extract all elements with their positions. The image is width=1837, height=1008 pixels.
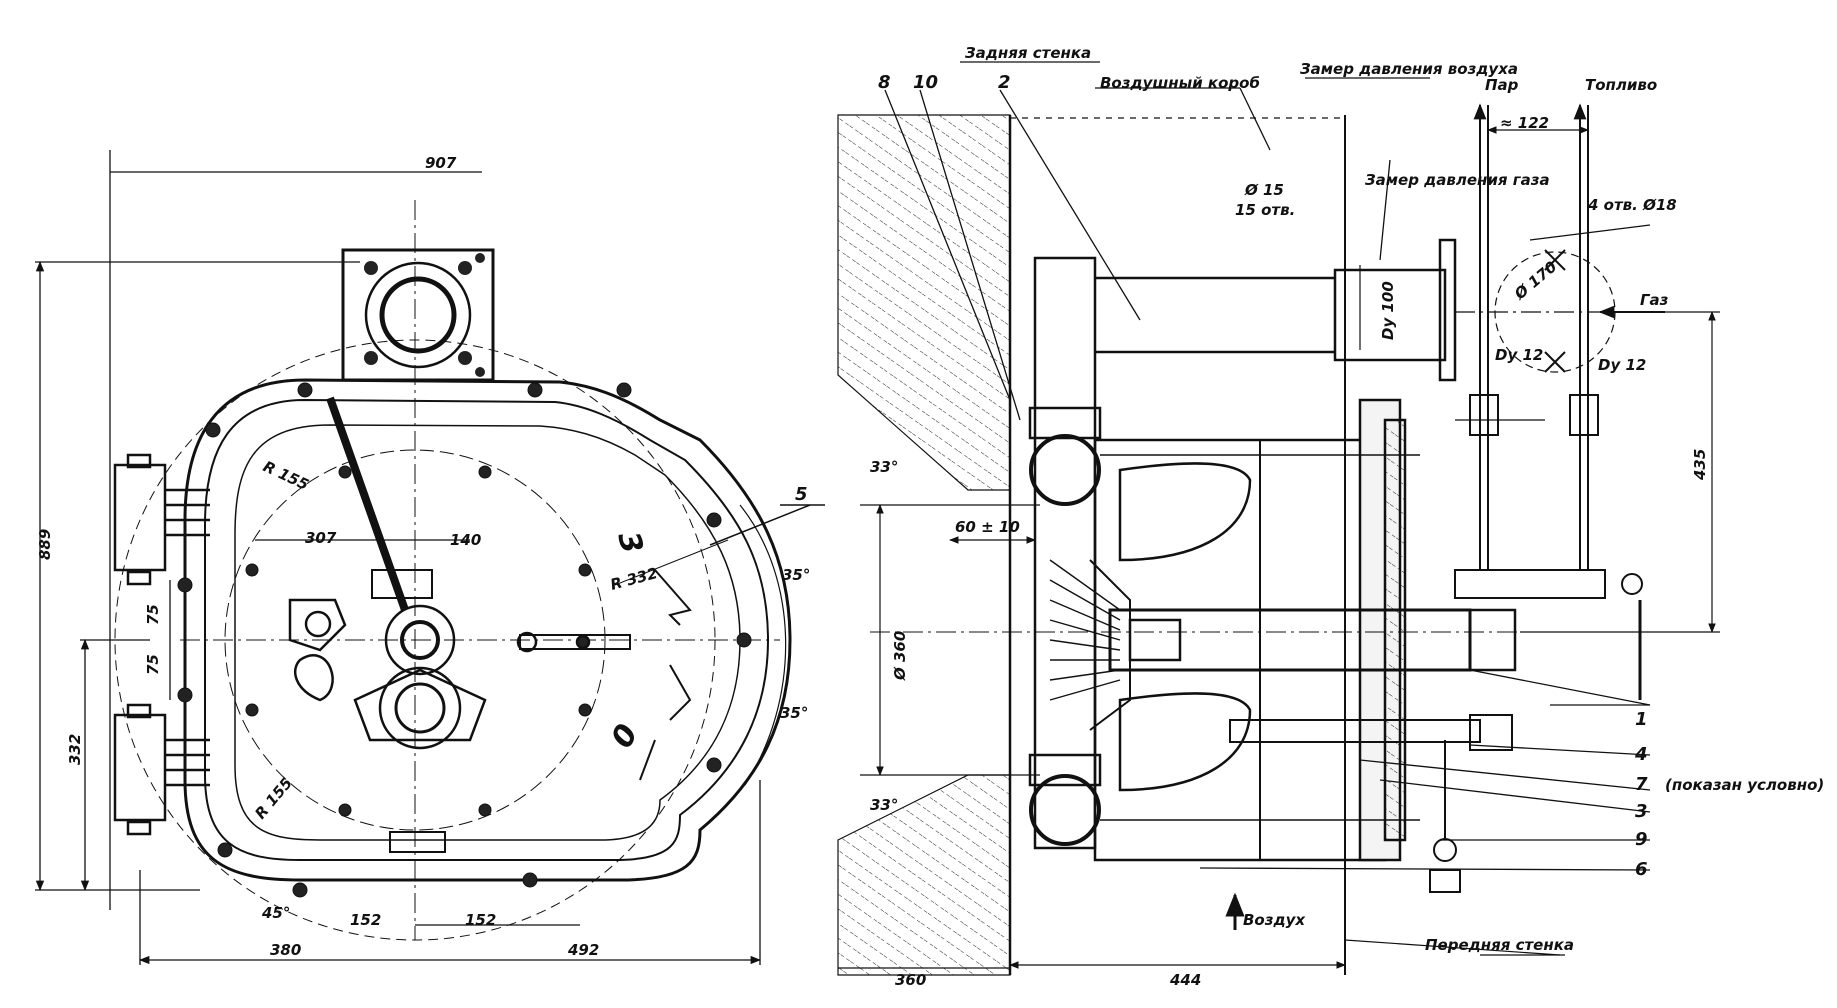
- callout-8: 8: [878, 72, 891, 93]
- dim-60: 60 ± 10: [955, 518, 1020, 536]
- dim-75-b: 75: [144, 654, 162, 675]
- dim-380: 380: [270, 941, 301, 959]
- top-flange: [341, 248, 495, 382]
- air-duct: [1028, 238, 1610, 850]
- dim-d360: Ø 360: [891, 631, 909, 681]
- callout-4: 4: [1634, 744, 1648, 765]
- dim-889: 889: [36, 529, 54, 560]
- label-gas: Газ: [1640, 291, 1669, 309]
- burner-body: [1089, 398, 1517, 862]
- label-front-wall: Передняя стенка: [1425, 936, 1574, 954]
- label-air-pressure: Замер давления воздуха: [1300, 60, 1518, 78]
- dim-444: 444: [1169, 971, 1201, 989]
- swirl-vanes: [1049, 559, 1121, 701]
- callout-6: 6: [1635, 859, 1648, 880]
- dim-152-b: 152: [465, 911, 496, 929]
- dim-35-b: 35°: [780, 704, 808, 722]
- side-nozzles: [113, 453, 210, 836]
- dim-140: 140: [450, 531, 481, 549]
- dim-15-holes: 15 отв.: [1235, 201, 1295, 219]
- dim-dy100: Dy 100: [1379, 281, 1397, 340]
- section-view: Задняя стенка Воздушный короб Замер давл…: [837, 44, 1824, 989]
- callout-7: 7: [1635, 774, 1648, 795]
- label-air-box: Воздушный короб: [1100, 74, 1260, 92]
- dim-d15: Ø 15: [1244, 181, 1284, 199]
- dim-35-a: 35°: [782, 566, 810, 584]
- callout-5: 5: [795, 484, 808, 505]
- dim-45: 45°: [261, 904, 290, 922]
- dim-152-a: 152: [350, 911, 381, 929]
- scale-mark-0: 0: [605, 718, 646, 754]
- dim-122: ≈ 122: [1500, 114, 1549, 132]
- dim-r155-bottom: R 155: [251, 774, 296, 822]
- dim-33-b: 33°: [870, 796, 898, 814]
- label-air: Воздух: [1243, 911, 1306, 929]
- callout-leaders: [884, 61, 1651, 871]
- angle-arc: [739, 504, 787, 786]
- label-rear-wall: Задняя стенка: [965, 44, 1091, 62]
- rear-wall-hatching: [837, 114, 1011, 491]
- callout-10: 10: [913, 72, 938, 93]
- dim-307: 307: [305, 529, 337, 547]
- dim-492: 492: [567, 941, 599, 959]
- scale-mark-3: 3: [610, 528, 649, 557]
- front-dimension-lines: [35, 150, 762, 965]
- dim-360: 360: [895, 971, 926, 989]
- dim-d170: Ø 170: [1510, 258, 1560, 304]
- callout-3: 3: [1635, 801, 1648, 822]
- dim-r332: R 332: [608, 564, 659, 594]
- dim-907: 907: [425, 154, 457, 172]
- perimeter-bolts: [177, 382, 752, 898]
- front-view: 907 889 R 155 307 140 R 332 35° 35° 75 7…: [35, 150, 825, 965]
- callout-5-leader: [709, 504, 811, 546]
- dim-dy12-a: Dy 12: [1495, 346, 1543, 364]
- dim-435: 435: [1691, 449, 1709, 481]
- label-steam: Пар: [1485, 76, 1519, 94]
- dim-r155-top: R 155: [260, 457, 311, 494]
- rear-wall-hatching-bottom: [837, 774, 1011, 976]
- section-dimension-lines: [838, 126, 1720, 969]
- dim-4-holes-d18: 4 отв. Ø18: [1587, 196, 1677, 214]
- label-shown-conditionally: (показан условно): [1665, 776, 1824, 794]
- supply-lines: [1229, 103, 1643, 893]
- label-fuel: Топливо: [1585, 76, 1657, 94]
- adjust-scale: [639, 569, 692, 781]
- dim-332: 332: [66, 734, 84, 765]
- label-gas-pressure: Замер давления газа: [1365, 171, 1550, 189]
- callout-2: 2: [998, 72, 1011, 93]
- front-centerlines: [180, 200, 780, 940]
- dim-75-a: 75: [144, 604, 162, 625]
- r332-leader: [614, 539, 729, 586]
- dim-33-a: 33°: [870, 458, 898, 476]
- callout-1: 1: [1635, 709, 1648, 730]
- burner-mechanism: [288, 396, 631, 853]
- callout-9: 9: [1635, 829, 1648, 850]
- dim-dy12-b: Dy 12: [1598, 356, 1646, 374]
